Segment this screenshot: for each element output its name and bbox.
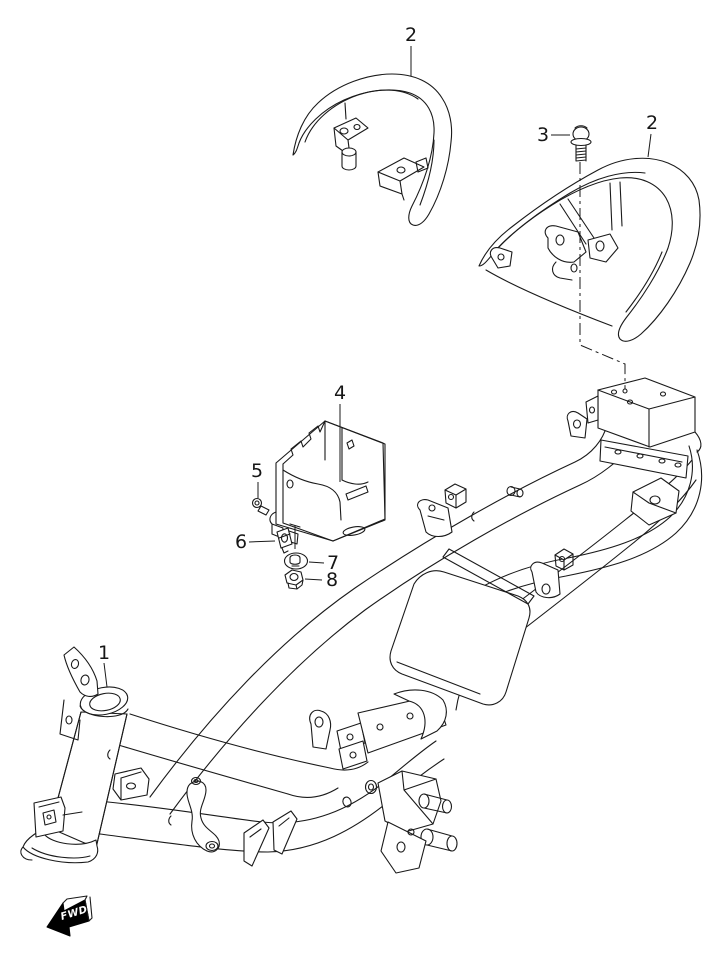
callout-1-label: 1 xyxy=(98,642,110,664)
nut-part-8 xyxy=(284,569,304,590)
nut-part-7 xyxy=(283,552,309,570)
callout-labels: 1 2 2 3 4 5 6 7 8 xyxy=(98,24,658,664)
callout-8-label: 8 xyxy=(326,569,338,591)
callout-5-label: 5 xyxy=(251,460,263,482)
callout-2-top-label: 2 xyxy=(405,24,417,46)
callout-2-right-label: 2 xyxy=(646,112,658,134)
battery-box-bracket-part-4 xyxy=(269,420,386,545)
callout-7-label: 7 xyxy=(327,552,339,574)
grab-rail-part-2-right xyxy=(478,157,701,342)
callout-3-label: 3 xyxy=(537,124,549,146)
leader-lines xyxy=(103,46,652,688)
grab-rail-part-2-top xyxy=(292,73,453,226)
callout-4-label: 4 xyxy=(334,382,346,404)
fwd-direction-arrow: FWD xyxy=(46,895,93,937)
screw-part-5 xyxy=(251,497,270,516)
clip-nut-part-6 xyxy=(276,527,293,554)
frame-body-part-1 xyxy=(20,377,703,874)
callout-6-label: 6 xyxy=(235,531,247,553)
bolt-alignment-leader xyxy=(579,162,626,389)
bolt-part-3 xyxy=(570,125,592,162)
